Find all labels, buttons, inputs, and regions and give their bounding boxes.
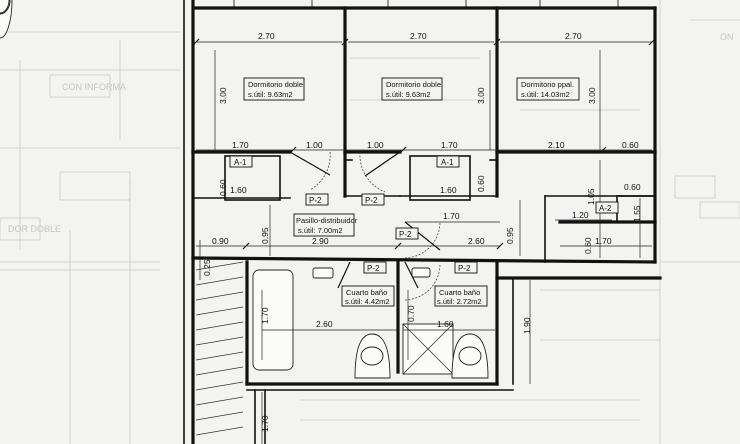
- svg-text:s.útil: 14.03m2: s.útil: 14.03m2: [521, 90, 570, 99]
- svg-text:P-2: P-2: [399, 230, 412, 239]
- svg-text:s.útil: 9.63m2: s.útil: 9.63m2: [248, 90, 293, 99]
- door-swings: [289, 151, 441, 301]
- svg-text:Cuarto baño: Cuarto baño: [346, 288, 387, 297]
- svg-text:ON: ON: [720, 32, 734, 42]
- dim-label: 2.70: [258, 31, 275, 41]
- door-tag: P-2: [363, 261, 387, 274]
- window-tag: A-1: [436, 155, 460, 168]
- svg-text:P-2: P-2: [365, 196, 378, 205]
- dim-label: 0.60: [622, 140, 639, 150]
- window-tag: A-1: [229, 155, 253, 168]
- toilet-1: [312, 267, 334, 279]
- dim-label: 2.60: [316, 319, 333, 329]
- door-tag: P-2: [454, 261, 478, 274]
- svg-text:Pasillo-distribuidor: Pasillo-distribuidor: [296, 216, 358, 225]
- dim-label: 1.90: [522, 317, 532, 334]
- dim-label: 1.70: [260, 307, 270, 324]
- bathroom-fixtures: [0, 0, 489, 379]
- dim-label: 2.60: [468, 236, 485, 246]
- room-label-dormitorio-ppal: Dormitorio ppal. s.útil: 14.03m2: [516, 77, 580, 101]
- door-tag: P-2: [305, 193, 329, 206]
- dim-label: 1.60: [230, 185, 247, 195]
- dim-label: 1.00: [306, 140, 323, 150]
- svg-text:A-1: A-1: [234, 158, 247, 167]
- dim-label: 1.60: [437, 319, 454, 329]
- dim-label: 0.60: [624, 182, 641, 192]
- dim-label: 1.60: [440, 185, 457, 195]
- room-labels: Dormitorio doble s.útil: 9.63m2 Dormitor…: [243, 77, 580, 307]
- dim-label: 1.70: [260, 415, 270, 432]
- dim-label: 2.10: [548, 140, 565, 150]
- svg-text:DOR DOBLE: DOR DOBLE: [8, 224, 61, 234]
- dim-label: 2.70: [565, 31, 582, 41]
- svg-text:P-2: P-2: [367, 264, 380, 273]
- stair-hatch: [195, 261, 244, 436]
- dimension-labels: 2.70 2.70 2.70 3.00 3.00 3.00 1.70 1.00 …: [202, 31, 642, 432]
- svg-text:Cuarto baño: Cuarto baño: [439, 288, 480, 297]
- toilet-2: [411, 267, 431, 278]
- dim-label: 0.25: [202, 259, 212, 276]
- door-tags: P-2 P-2 P-2 P-2 P-2 A-2: [305, 193, 619, 274]
- svg-text:A-2: A-2: [599, 204, 612, 213]
- dim-label: 1.05: [586, 188, 596, 205]
- dim-label: 1.00: [367, 140, 384, 150]
- dim-label: 0.60: [476, 175, 486, 192]
- svg-text:Dormitorio ppal.: Dormitorio ppal.: [521, 80, 574, 89]
- dimension-lines: [192, 38, 656, 444]
- svg-text:CON INFORMA: CON INFORMA: [62, 82, 126, 92]
- svg-text:A-1: A-1: [441, 158, 454, 167]
- dim-label: 0.95: [505, 227, 515, 244]
- svg-text:P-2: P-2: [458, 264, 471, 273]
- walls: [183, 0, 662, 444]
- window-tags: A-1 A-1: [229, 155, 460, 168]
- dim-label: 3.00: [218, 87, 228, 104]
- dim-label: 0.90: [212, 236, 229, 246]
- room-label-bano-2: Cuarto baño s.útil: 2.72m2: [434, 285, 488, 307]
- svg-text:s.útil: 9.63m2: s.útil: 9.63m2: [386, 90, 431, 99]
- dim-label: 1.70: [441, 140, 458, 150]
- dim-label: 0.70: [406, 305, 416, 322]
- svg-text:Dormitorio doble: Dormitorio doble: [248, 80, 303, 89]
- svg-text:s.útil: 2.72m2: s.útil: 2.72m2: [437, 297, 482, 306]
- svg-text:P-2: P-2: [309, 196, 322, 205]
- room-label-dormitorio-2: Dormitorio doble s.útil: 9.63m2: [381, 77, 443, 101]
- dim-label: 1.20: [572, 210, 589, 220]
- dim-label: 1.70: [595, 236, 612, 246]
- dim-label: 1.55: [632, 205, 642, 222]
- room-label-pasillo: Pasillo-distribuidor s.útil: 7.00m2: [293, 213, 358, 237]
- svg-text:s.útil: 7.00m2: s.útil: 7.00m2: [298, 226, 343, 235]
- door-tag: P-2: [361, 193, 385, 206]
- dim-label: 2.90: [312, 236, 329, 246]
- svg-text:Dormitorio doble: Dormitorio doble: [386, 80, 441, 89]
- dim-label: 1.70: [443, 211, 460, 221]
- room-label-bano-1: Cuarto baño s.útil: 4.42m2: [341, 285, 395, 307]
- svg-text:s.útil: 4.42m2: s.útil: 4.42m2: [345, 297, 390, 306]
- dim-label: 2.70: [410, 31, 427, 41]
- door-tag: A-2: [595, 201, 619, 214]
- door-tag: P-2: [395, 227, 419, 240]
- dim-label: 0.60: [583, 237, 593, 254]
- dim-label: 0.95: [260, 227, 270, 244]
- bathtub: [252, 269, 294, 371]
- dim-label: 3.00: [587, 87, 597, 104]
- dim-label: 1.70: [232, 140, 249, 150]
- room-label-dormitorio-1: Dormitorio doble s.útil: 9.63m2: [243, 77, 305, 101]
- dim-label: 3.00: [476, 87, 486, 104]
- dim-label: 0.60: [218, 179, 228, 196]
